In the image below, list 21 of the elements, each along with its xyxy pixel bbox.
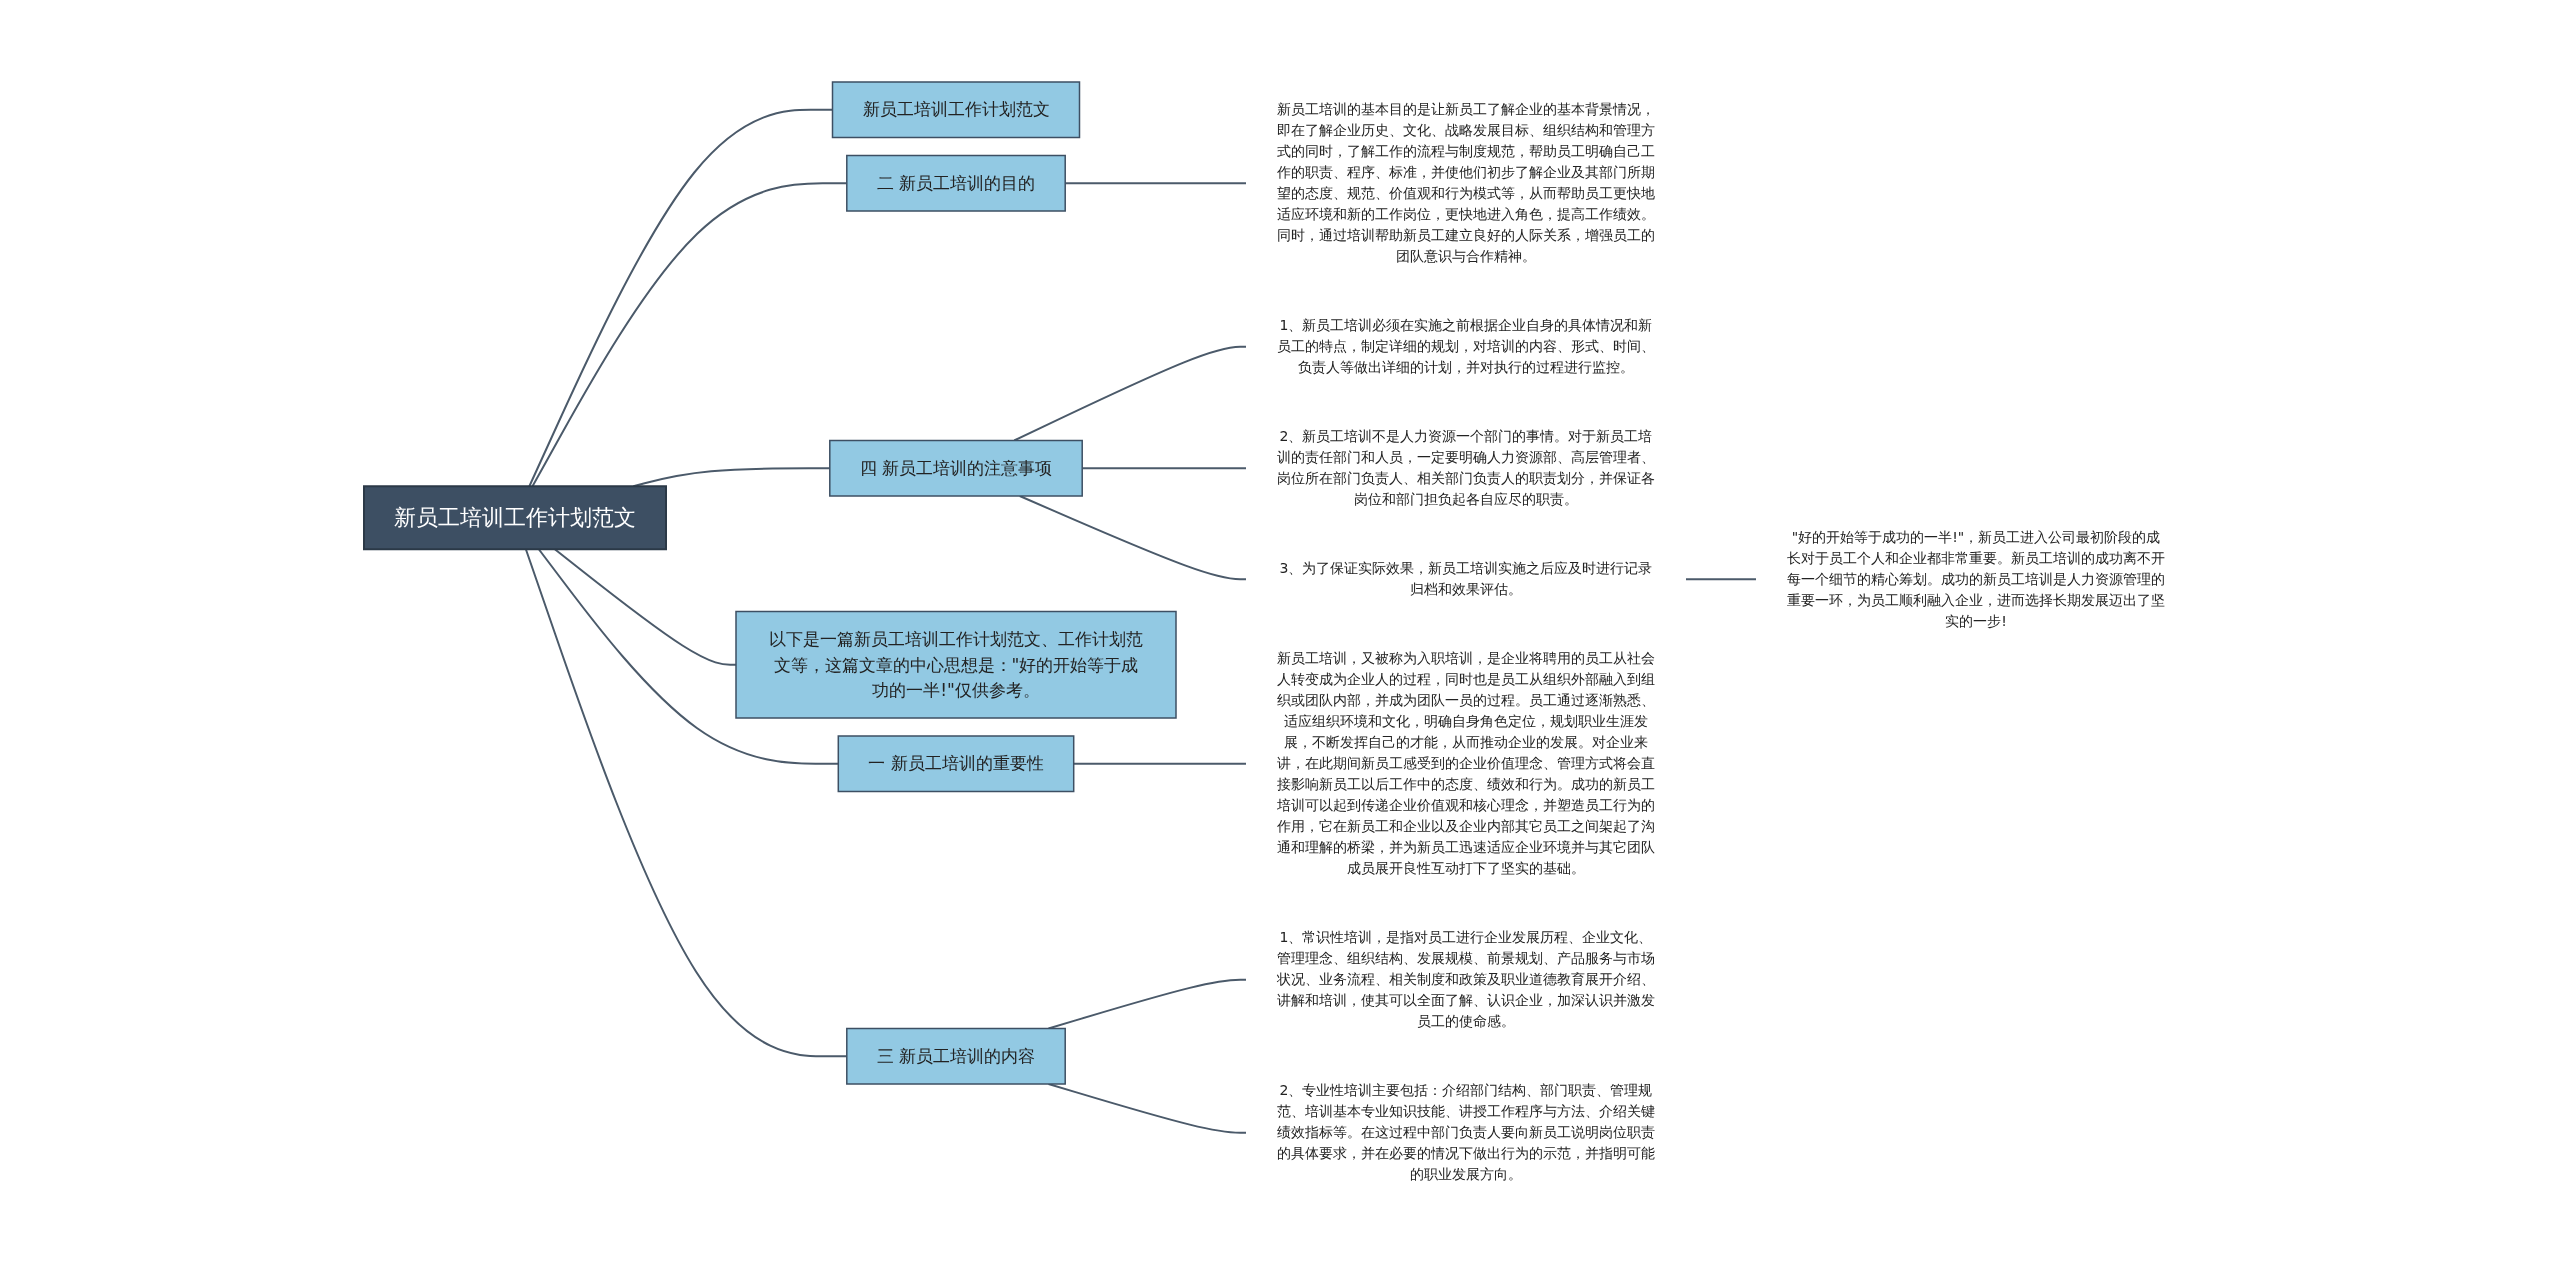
connector [1685,578,1757,581]
node-box: 三 新员工培训的内容 [846,1027,1066,1085]
node-box: 新员工培训工作计划范文 [363,485,667,551]
node-text: 3、为了保证实际效果，新员工培训实施之后应及时进行记录归档和效果评估。 [1279,560,1653,598]
connector [1013,345,1247,442]
node-box: 以下是一篇新员工培训工作计划范文、工作计划范文等，这篇文章的中心思想是："好的开始等于成功的一半!"仅供参考。 [735,610,1177,719]
node-text: 2、新员工培训不是人力资源一个部门的事情。对于新员工培训的责任部门和人员，一定要明确人力资源部、高层管理者、岗位所在部门负责人、相关部门负责人的职责划分，并保证各岗位和部门担负起各自应尽的职责。 [1277,428,1655,508]
node-box: 二 新员工培训的目的 [846,154,1066,212]
node-text: 1、常识性培训，是指对员工进行企业发展历程、企业文化、管理理念、组织结构、发展规模、前景规划、产品服务与市场状况、业务流程、相关制度和政策及职业道德教育展开介绍、讲解和培训，使其可以全面了解、认识企业，加深认识并激发员工的使命感。 [1277,929,1655,1030]
connector [1018,494,1247,581]
node-box: 新员工培训工作计划范文 [831,81,1081,139]
node-box: 四 新员工培训的注意事项 [829,439,1083,497]
connector [1047,1082,1247,1134]
node-text: 2、专业性培训主要包括：介绍部门结构、部门职责、管理规范、培训基本专业知识技能、讲授工作程序与方法、介绍关键绩效指标等。在这过程中部门负责人要向新员工说明岗位职责的具体要求，并在必要的情况下做出行为的示范，并指明可能的职业发展方向。 [1277,1082,1655,1183]
node-text: 新员工培训的基本目的是让新员工了解企业的基本背景情况，即在了解企业历史、文化、战略发展目标、组织结构和管理方式的同时，了解工作的流程与制度规范，帮助员工明确自己工作的职责、程序、标准，并使他们初步了解企业及其部门所期望的态度、规范、价值观和行为模式等，从而帮助员工更快地适应环境和新的工作岗位，更快地进入角色，提高工作绩效。同时，通过培训帮助新员工建立良好的人际关系，增强员工的团队意识与合作精神。 [1277,101,1655,265]
node-text: "好的开始等于成功的一半!"，新员工进入公司最初阶段的成长对于员工个人和企业都非常重要。新员工培训的成功离不开每一个细节的精心筹划。成功的新员工培训是人力资源管理的重要一环，为员工顺利融入企业，进而选择长期发展迈出了坚实的一步! [1787,528,2165,629]
node-box: 一 新员工培训的重要性 [837,735,1075,793]
node-text: 1、新员工培训必须在实施之前根据企业自身的具体情况和新员工的特点，制定详细的规划，对培训的内容、形式、时间、负责人等做出详细的计划，并对执行的过程进行监控。 [1277,317,1655,376]
node-text: 新员工培训，又被称为入职培训，是企业将聘用的员工从社会人转变成为企业人的过程，同时也是员工从组织外部融入到组织或团队内部，并成为团队一员的过程。员工通过逐渐熟悉、适应组织环境和文化，明确自身角色定位，规划职业生涯发展，不断发挥自己的才能，从而推动企业的发展。对企业来讲，在此期间新员工感受到的企业价值理念、管理方式将会直接影响新员工以后工作中的态度、绩效和行为。成功的新员工培训可以起到传递企业价值观和核心理念，并塑造员工行为的作用，它在新员工和企业以及企业内部其它员工之间架起了沟通和理解的桥梁，并为新员工迅速适应企业环境并与其它团队成员展开良性互动打下了坚实的基础。 [1277,650,1655,877]
connector [1047,978,1247,1030]
connector [553,548,737,666]
